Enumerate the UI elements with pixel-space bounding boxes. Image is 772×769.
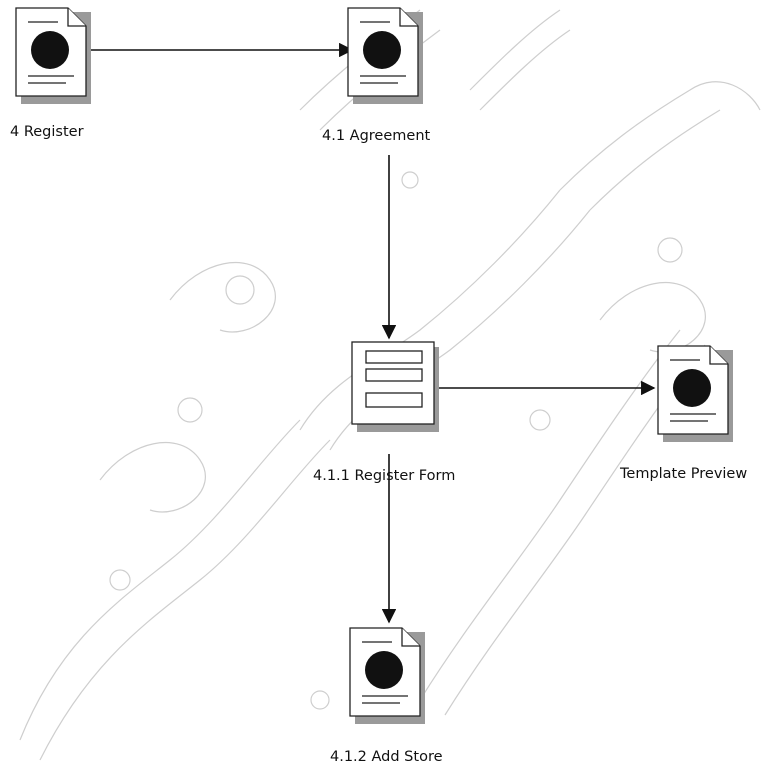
node-add-store: [349, 627, 425, 724]
watermark: [19, 9, 761, 761]
edges: [88, 42, 656, 624]
document-icon: [349, 627, 425, 724]
node-template-preview: [657, 345, 733, 442]
node-register-form: [351, 341, 439, 432]
node-register: [15, 7, 91, 104]
node-agreement: [347, 7, 423, 104]
node-label-template-preview: Template Preview: [619, 466, 747, 482]
document-icon: [657, 345, 733, 442]
node-label-register-form: 4.1.1 Register Form: [313, 468, 455, 484]
node-label-add-store: 4.1.2 Add Store: [330, 749, 443, 765]
node-label-register: 4 Register: [10, 124, 84, 140]
document-icon: [15, 7, 91, 104]
document-icon: [347, 7, 423, 104]
form-icon: [351, 341, 439, 432]
node-label-agreement: 4.1 Agreement: [322, 128, 431, 144]
